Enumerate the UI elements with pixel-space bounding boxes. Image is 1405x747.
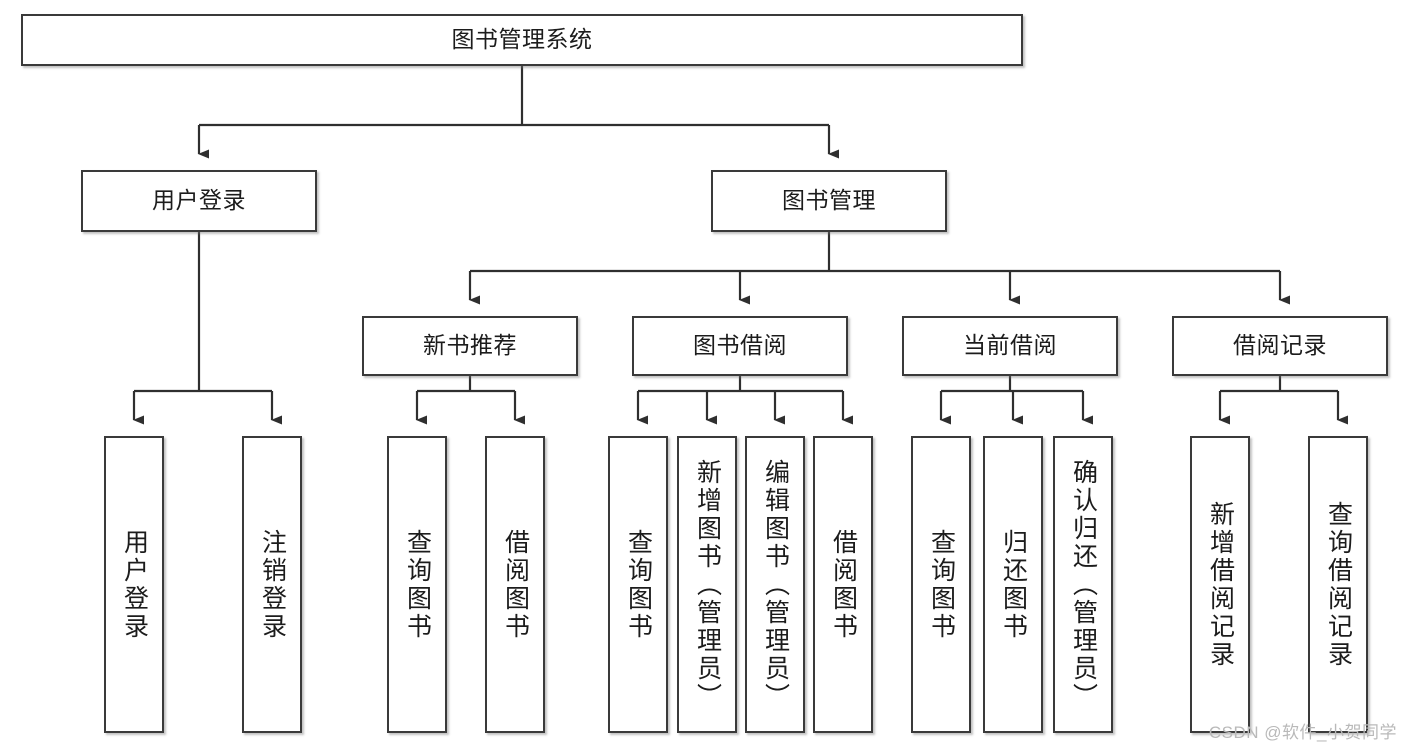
node-user-login[interactable]: 用户登录 [81,170,317,232]
node-book-manage[interactable]: 图书管理 [711,170,947,232]
node-label: 新增借阅记录 [1206,500,1235,669]
node-leaf-add-rec[interactable]: 新增借阅记录 [1190,436,1250,733]
node-leaf-edit-book[interactable]: 编辑图书（管理员） [745,436,805,733]
node-current-borrow[interactable]: 当前借阅 [902,316,1118,376]
watermark-text: CSDN @软件_小贺同学 [1208,723,1397,742]
node-label: 查询图书 [927,528,956,641]
node-book-borrow[interactable]: 图书借阅 [632,316,848,376]
node-leaf-login[interactable]: 用户登录 [104,436,164,733]
node-label: 新增图书（管理员） [693,458,722,711]
node-label: 借阅图书 [501,528,530,641]
node-label: 图书管理 [782,187,876,214]
node-leaf-logout[interactable]: 注销登录 [242,436,302,733]
node-leaf-query-2[interactable]: 查询图书 [608,436,668,733]
node-label: 借阅图书 [829,528,858,641]
node-label: 新书推荐 [423,332,517,359]
node-label: 借阅记录 [1233,332,1327,359]
node-label: 编辑图书（管理员） [761,458,790,711]
node-label: 归还图书 [999,528,1028,641]
node-borrow-record[interactable]: 借阅记录 [1172,316,1388,376]
node-label: 图书借阅 [693,332,787,359]
node-label: 确认归还（管理员） [1069,458,1098,711]
node-leaf-borrow-2[interactable]: 借阅图书 [813,436,873,733]
node-label: 用户登录 [152,187,246,214]
node-leaf-borrow-1[interactable]: 借阅图书 [485,436,545,733]
node-label: 查询图书 [624,528,653,641]
node-leaf-query-1[interactable]: 查询图书 [387,436,447,733]
node-label: 查询图书 [403,528,432,641]
node-new-book-rec[interactable]: 新书推荐 [362,316,578,376]
node-label: 图书管理系统 [451,26,593,53]
node-leaf-return[interactable]: 归还图书 [983,436,1043,733]
node-label: 注销登录 [258,528,287,641]
node-label: 当前借阅 [963,332,1057,359]
node-leaf-confirm[interactable]: 确认归还（管理员） [1053,436,1113,733]
node-label: 查询借阅记录 [1324,500,1353,669]
node-leaf-add-book[interactable]: 新增图书（管理员） [677,436,737,733]
node-leaf-query-rec[interactable]: 查询借阅记录 [1308,436,1368,733]
node-leaf-query-3[interactable]: 查询图书 [911,436,971,733]
node-label: 用户登录 [120,528,149,641]
node-root[interactable]: 图书管理系统 [21,14,1023,66]
